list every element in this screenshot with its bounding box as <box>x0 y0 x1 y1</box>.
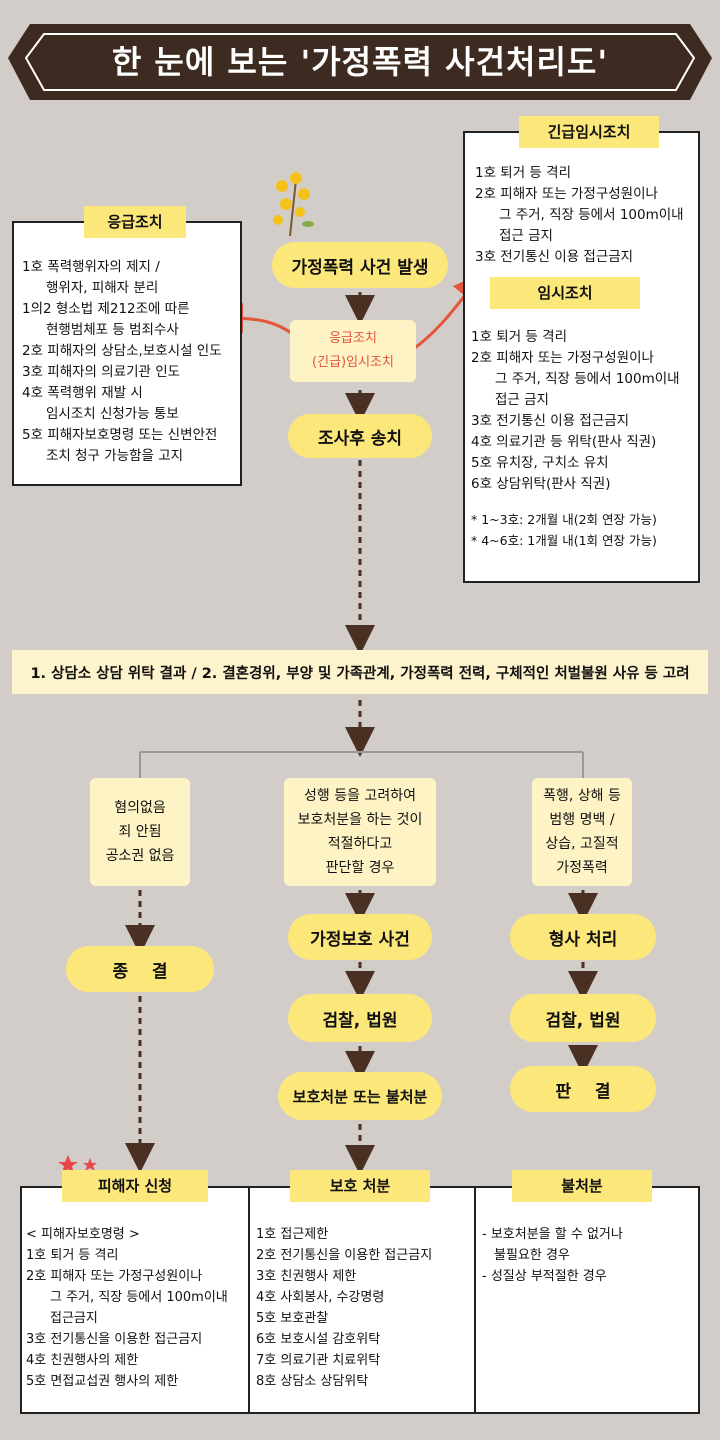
divider <box>474 1188 476 1412</box>
panel-item: < 피해자보호명령 > <box>26 1227 140 1242</box>
panel-item: 접근금지 <box>50 1311 98 1326</box>
panel-item: 3호 피해자의 의료기관 인도 <box>22 364 181 380</box>
panel-item: 1호 퇴거 등 격리 <box>475 165 571 181</box>
condition-line: 범행 명백 / <box>549 812 615 828</box>
panel-item: 5호 유치장, 구치소 유치 <box>471 455 609 471</box>
panel-item: 2호 피해자 또는 가정구성원이나 <box>471 350 654 366</box>
panel-item: 4호 친권행사의 제한 <box>26 1353 139 1368</box>
panel-item: 3호 전기통신 이용 접근금지 <box>471 413 630 429</box>
panel-item: 4호 폭력행위 재발 시 <box>22 385 143 401</box>
divider <box>248 1188 250 1412</box>
panel-item: 2호 피해자 또는 가정구성원이나 <box>26 1269 203 1284</box>
investigation-step: 조사후 송치 <box>288 414 432 458</box>
condition-line: 죄 안됨 <box>118 824 162 840</box>
panel-item: 2호 전기통신을 이용한 접근금지 <box>256 1248 433 1263</box>
left-condition: 혐의없음 죄 안됨 공소권 없음 <box>90 778 190 886</box>
panel-item: - 보호처분을 할 수 없거나 <box>482 1227 623 1242</box>
bottom-panels: < 피해자보호명령 > 1호 퇴거 등 격리 2호 피해자 또는 가정구성원이나… <box>20 1186 700 1414</box>
panel-item: - 성질상 부적절한 경우 <box>482 1269 607 1284</box>
panel-item: 그 주거, 직장 등에서 100m이내 <box>50 1290 228 1305</box>
prosecution-court-step-right: 검찰, 법원 <box>510 994 656 1042</box>
panel-item: 불필요한 경우 <box>494 1248 570 1263</box>
condition-line: 성행 등을 고려하여 <box>304 788 416 804</box>
panel-item: 행위자, 피해자 분리 <box>46 280 159 296</box>
panel-item: 1호 폭력행위자의 제지 / <box>22 259 160 275</box>
panel-item: 3호 친권행사 제한 <box>256 1269 357 1284</box>
urgent-temp-label: (긴급)임시조치 <box>312 355 394 370</box>
title-banner <box>8 24 712 100</box>
panel-item: 6호 상담위탁(판사 직권) <box>471 476 611 492</box>
panel-note: * 1~3호: 2개월 내(2회 연장 가능) <box>471 512 657 527</box>
panel-item: 그 주거, 직장 등에서 100m이내 <box>495 371 680 387</box>
criminal-step: 형사 처리 <box>510 914 656 960</box>
condition-line: 상습, 고질적 <box>545 836 619 852</box>
panel-item: 3호 전기통신 이용 접근금지 <box>475 249 634 265</box>
family-protection-case-step: 가정보호 사건 <box>288 914 432 960</box>
disposition-step: 보호처분 또는 불처분 <box>278 1072 442 1120</box>
right-condition: 폭행, 상해 등 범행 명백 / 상습, 고질적 가정폭력 <box>532 778 632 886</box>
page-title: 한 눈에 보는 '가정폭력 사건처리도' <box>111 43 609 81</box>
panel-item: 조치 청구 가능함을 고지 <box>46 448 184 464</box>
condition-line: 공소권 없음 <box>105 848 175 864</box>
panel-item: 임시조치 신청가능 통보 <box>46 406 179 422</box>
protection-list: 1호 접근제한 2호 전기통신을 이용한 접근금지 3호 친권행사 제한 4호 … <box>256 1224 432 1392</box>
panel-item: 그 주거, 직장 등에서 100m이내 <box>499 207 684 223</box>
condition-line: 보호처분을 하는 것이 <box>297 812 423 828</box>
panel-item: 8호 상담소 상담위탁 <box>256 1374 369 1389</box>
victim-list: < 피해자보호명령 > 1호 퇴거 등 격리 2호 피해자 또는 가정구성원이나… <box>26 1224 228 1392</box>
criteria-bar: 1. 상담소 상담 위탁 결과 / 2. 결혼경위, 부양 및 가족관계, 가정… <box>12 650 708 694</box>
emergency-label: 응급조치 <box>329 331 377 346</box>
panel-item: 5호 보호관찰 <box>256 1311 329 1326</box>
condition-line: 가정폭력 <box>556 860 608 876</box>
closure-step: 종 결 <box>66 946 214 992</box>
panel-item: 4호 사회봉사, 수강명령 <box>256 1290 385 1305</box>
panel-item: 1호 퇴거 등 격리 <box>471 329 567 345</box>
emergency-panel-title: 응급조치 <box>84 206 186 238</box>
panel-note: * 4~6호: 1개월 내(1회 연장 가능) <box>471 533 657 548</box>
judgment-step: 판 결 <box>510 1066 656 1112</box>
panel-item: 2호 피해자 또는 가정구성원이나 <box>475 186 658 202</box>
panel-item: 현행범체포 등 범죄수사 <box>46 322 179 338</box>
condition-line: 혐의없음 <box>114 800 166 816</box>
panel-item: 1호 퇴거 등 격리 <box>26 1248 119 1263</box>
panel-item: 1호 접근제한 <box>256 1227 329 1242</box>
urgent-temp-panel-title: 긴급임시조치 <box>519 116 659 148</box>
victim-panel-title: 피해자 신청 <box>62 1170 208 1202</box>
panel-item: 4호 의료기관 등 위탁(판사 직권) <box>471 434 657 450</box>
panel-item: 7호 의료기관 치료위탁 <box>256 1353 381 1368</box>
nonprotection-panel-title: 불처분 <box>512 1170 652 1202</box>
incident-step: 가정폭력 사건 발생 <box>272 242 448 288</box>
panel-item: 접근 금지 <box>499 228 553 244</box>
panel-item: 1의2 형소법 제212조에 따른 <box>22 301 190 317</box>
panel-item: 5호 면접교섭권 행사의 제한 <box>26 1374 179 1389</box>
condition-line: 폭행, 상해 등 <box>543 788 621 804</box>
emergency-panel: 1호 폭력행위자의 제지 / 행위자, 피해자 분리 1의2 형소법 제212조… <box>12 221 242 486</box>
panel-item: 5호 피해자보호명령 또는 신변안전 <box>22 427 218 443</box>
temp-panel-title: 임시조치 <box>490 277 640 309</box>
condition-line: 적절하다고 <box>327 836 393 852</box>
panel-item: 6호 보호시설 감호위탁 <box>256 1332 381 1347</box>
panel-item: 2호 피해자의 상담소,보호시설 인도 <box>22 343 222 359</box>
panel-item: 접근 금지 <box>495 392 549 408</box>
temp-list: 1호 퇴거 등 격리 2호 피해자 또는 가정구성원이나 그 주거, 직장 등에… <box>471 327 680 551</box>
condition-line: 판단할 경우 <box>325 860 395 876</box>
mid-condition: 성행 등을 고려하여 보호처분을 하는 것이 적절하다고 판단할 경우 <box>284 778 436 886</box>
temp-panels: 1호 퇴거 등 격리 2호 피해자 또는 가정구성원이나 그 주거, 직장 등에… <box>463 131 700 583</box>
protection-panel-title: 보호 처분 <box>290 1170 430 1202</box>
prosecution-court-step: 검찰, 법원 <box>288 994 432 1042</box>
urgent-temp-list: 1호 퇴거 등 격리 2호 피해자 또는 가정구성원이나 그 주거, 직장 등에… <box>475 163 684 268</box>
emergency-step: 응급조치 (긴급)임시조치 <box>290 320 416 382</box>
flower-icon <box>273 172 314 237</box>
nonprotection-list: - 보호처분을 할 수 없거나 불필요한 경우 - 성질상 부적절한 경우 <box>482 1224 623 1287</box>
panel-item: 3호 전기통신을 이용한 접근금지 <box>26 1332 203 1347</box>
